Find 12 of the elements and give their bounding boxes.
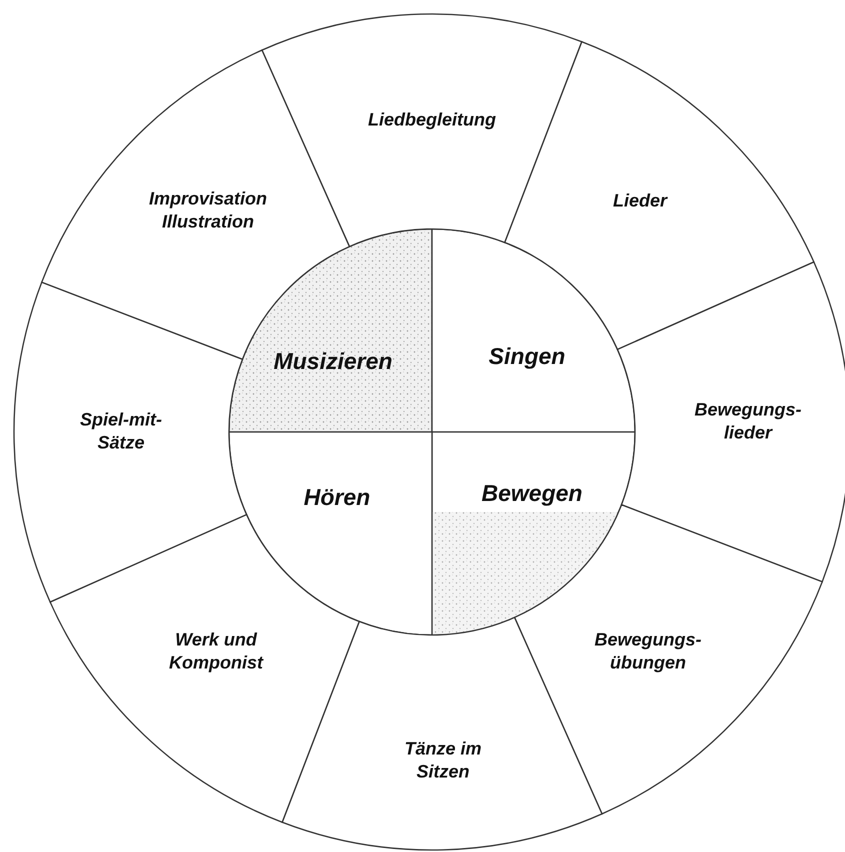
segment-label: Werk und Komponist	[168, 628, 264, 675]
segment-label: Improvisation Illustration	[148, 188, 268, 234]
segment-label: Musizieren	[274, 347, 392, 376]
segment-label: Tänze im Sitzen	[403, 738, 483, 784]
segment-label: Spiel-mit- Sätze	[78, 408, 163, 455]
segment-label: Singen	[488, 342, 566, 372]
segment-label: Bewegungs- übungen	[593, 628, 702, 675]
segment-label: Bewegungs- lieder	[693, 398, 802, 445]
segment-label: Hören	[304, 483, 370, 512]
segment-label: Liedbegleitung	[368, 108, 496, 132]
segment-label: Bewegen	[482, 479, 582, 508]
segment-label: Lieder	[612, 189, 668, 212]
